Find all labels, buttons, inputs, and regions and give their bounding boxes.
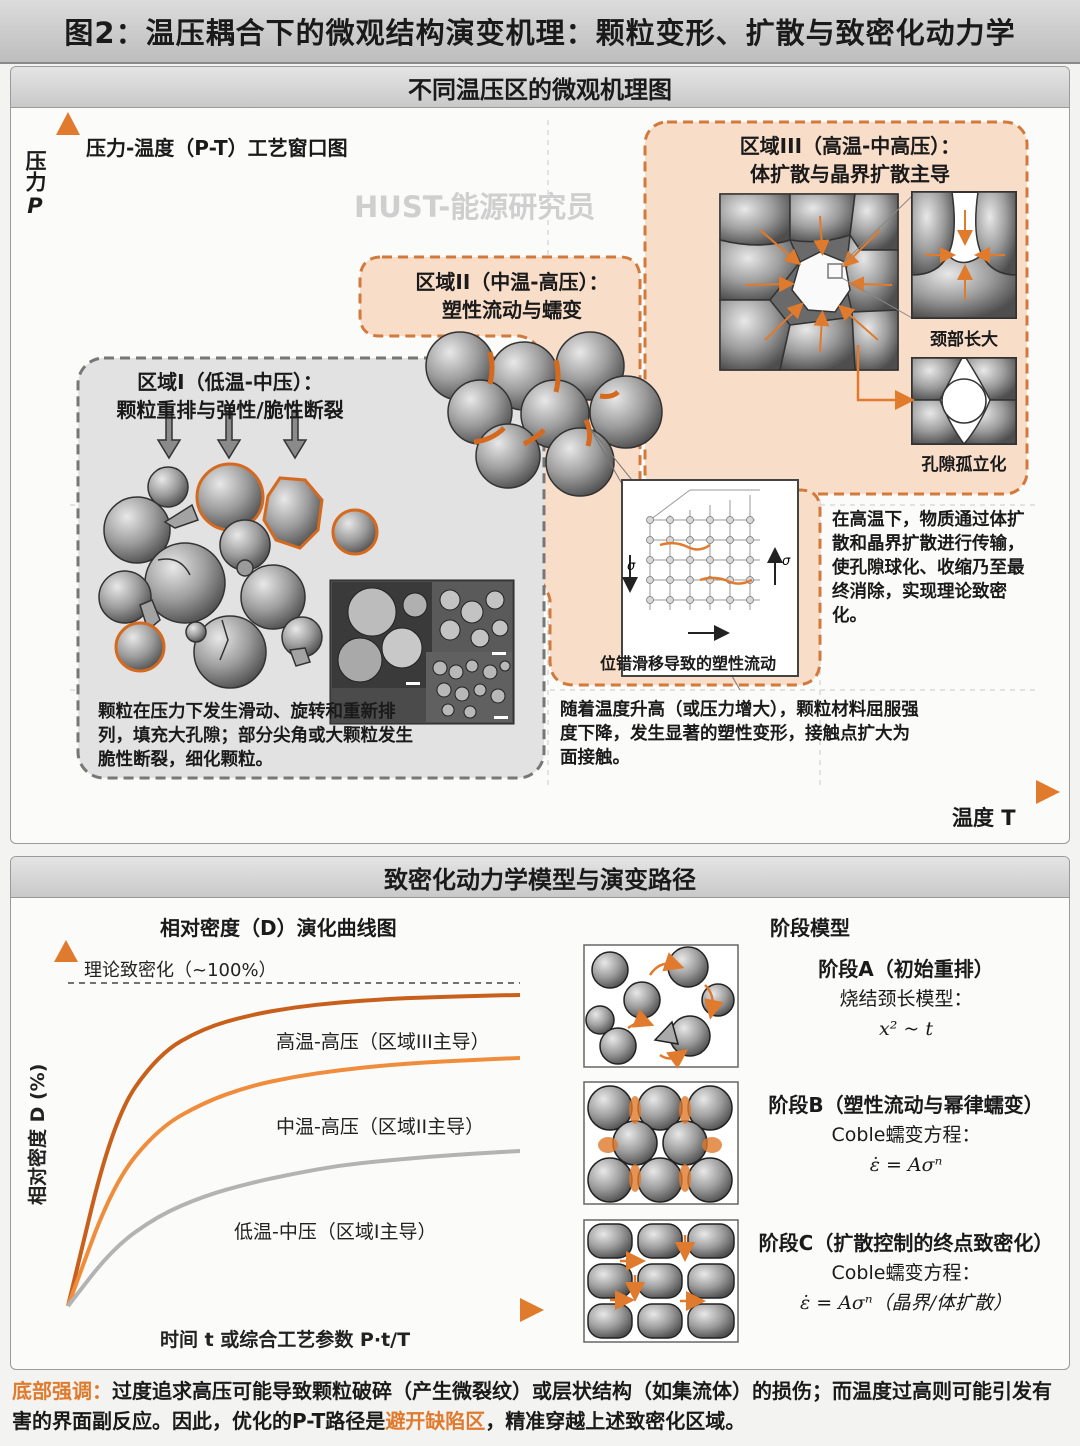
- stage-c-title: 阶段C（扩散控制的终点致密化）: [758, 1231, 1054, 1255]
- pore-isolation-caption: 孔隙孤立化: [921, 455, 1007, 475]
- series-label-low: 低温-中压（区域I主导）: [234, 1221, 436, 1243]
- stage-c-text: 阶段C（扩散控制的终点致密化） Coble蠕变方程： ε̇ = Aσⁿ（晶界/体…: [746, 1228, 1066, 1318]
- pressure-axis-label: 压力 P: [20, 150, 50, 220]
- footer-note: 底部强调：过度追求高压可能导致颗粒破碎（产生微裂纹）或层状结构（如集流体）的损伤…: [12, 1376, 1068, 1436]
- stage-a-model: 烧结颈长模型：: [839, 988, 973, 1010]
- zone3-title: 区域III（高温-中高压）： 体扩散与晶界扩散主导: [700, 132, 1000, 188]
- zone2-title-line1: 区域II（中温-高压）：: [415, 270, 609, 294]
- stage-b-image: [583, 1081, 739, 1205]
- footer-highlight: 避开缺陷区: [385, 1409, 486, 1433]
- zone3-particles: [719, 191, 1017, 445]
- temperature-axis-label: 温度 T: [952, 806, 1016, 830]
- zone2-title: 区域II（中温-高压）： 塑性流动与蠕变: [362, 268, 662, 324]
- stage-a-image: [583, 944, 739, 1069]
- pressure-axis-text: 压力: [23, 150, 47, 192]
- stress-label-right: σ: [782, 554, 791, 569]
- zone3-title-line2: 体扩散与晶界扩散主导: [750, 162, 950, 186]
- stage-b-title: 阶段B（塑性流动与幂律蠕变）: [768, 1093, 1044, 1117]
- stage-model-title: 阶段模型: [770, 916, 850, 940]
- density-curve-2: [66, 1148, 521, 1308]
- density-curve-0: [66, 992, 521, 1307]
- dislocation-inset: σ σ: [621, 479, 799, 677]
- stage-a-title: 阶段A（初始重排）: [818, 957, 994, 981]
- footer-text-1: 过度追求高压可能导致颗粒破碎（产生微裂纹）或层状结构（如集流体）的损伤；而温度过…: [12, 1379, 1052, 1433]
- density-chart-title: 相对密度（D）演化曲线图: [160, 916, 397, 940]
- watermark: HUST-能源研究员: [354, 190, 596, 224]
- zone1-particles: [98, 411, 379, 689]
- pt-diagram: σ σ: [56, 112, 1060, 804]
- dislocation-caption: 位错滑移导致的塑性流动: [600, 654, 777, 673]
- stage-b-formula: ε̇ = Aσⁿ: [869, 1154, 943, 1176]
- series-label-high: 高温-高压（区域III主导）: [276, 1031, 490, 1053]
- stage-c-image: [583, 1219, 739, 1343]
- sem-micrograph-inset: [329, 579, 515, 725]
- stage-c-model: Coble蠕变方程：: [831, 1262, 981, 1284]
- bottom-panel-header: 致密化动力学模型与演变路径: [11, 857, 1069, 898]
- density-curve-1: [66, 1055, 521, 1307]
- zone1-title-line2: 颗粒重排与弹性/脆性断裂: [116, 398, 344, 422]
- asymptote-label: 理论致密化（~100%）: [84, 960, 277, 981]
- footer-label: 底部强调：: [12, 1379, 112, 1403]
- footer-text-2: ，精准穿越上述致密化区域。: [485, 1409, 746, 1433]
- figure-title: 图2：温压耦合下的微观结构演变机理：颗粒变形、扩散与致密化动力学: [0, 0, 1080, 64]
- neck-growth-caption: 颈部长大: [930, 330, 998, 350]
- density-x-axis-label: 时间 t 或综合工艺参数 P·t/T: [160, 1328, 410, 1351]
- series-label-mid: 中温-高压（区域II主导）: [276, 1116, 484, 1138]
- zone2-particles: [425, 331, 741, 691]
- zone2-title-line2: 塑性流动与蠕变: [442, 298, 582, 322]
- zone1-title-line1: 区域I（低温-中压）：: [137, 370, 323, 394]
- stage-b-model: Coble蠕变方程：: [831, 1124, 981, 1146]
- zone1-title: 区域I（低温-中压）： 颗粒重排与弹性/脆性断裂: [80, 368, 380, 424]
- density-y-axis-label: 相对密度 D (%): [26, 1064, 49, 1205]
- zone3-title-line1: 区域III（高温-中高压）：: [739, 134, 961, 158]
- zone1-description: 颗粒在压力下发生滑动、旋转和重新排列，填充大孔隙；部分尖角或大颗粒发生脆性断裂，…: [98, 702, 413, 770]
- stage-b-text: 阶段B（塑性流动与幂律蠕变） Coble蠕变方程： ε̇ = Aσⁿ: [746, 1090, 1066, 1180]
- pressure-axis-symbol: P: [27, 194, 43, 218]
- pt-chart-title: 压力-温度（P-T）工艺窗口图: [86, 136, 348, 160]
- zone3-description: 在高温下，物质通过体扩散和晶界扩散进行传输，使孔隙球化、收缩乃至最终消除，实现理…: [832, 510, 1025, 626]
- stage-a-text: 阶段A（初始重排） 烧结颈长模型： x² ~ t: [746, 954, 1066, 1044]
- stress-label-left: σ: [627, 559, 636, 574]
- top-panel-header: 不同温压区的微观机理图: [11, 67, 1069, 108]
- zone2-description: 随着温度升高（或压力增大），颗粒材料屈服强度下降，发生显著的塑性变形，接触点扩大…: [560, 700, 919, 768]
- stage-c-formula: ε̇ = Aσⁿ（晶界/体扩散）: [800, 1292, 1012, 1314]
- stage-a-formula: x² ~ t: [879, 1018, 933, 1040]
